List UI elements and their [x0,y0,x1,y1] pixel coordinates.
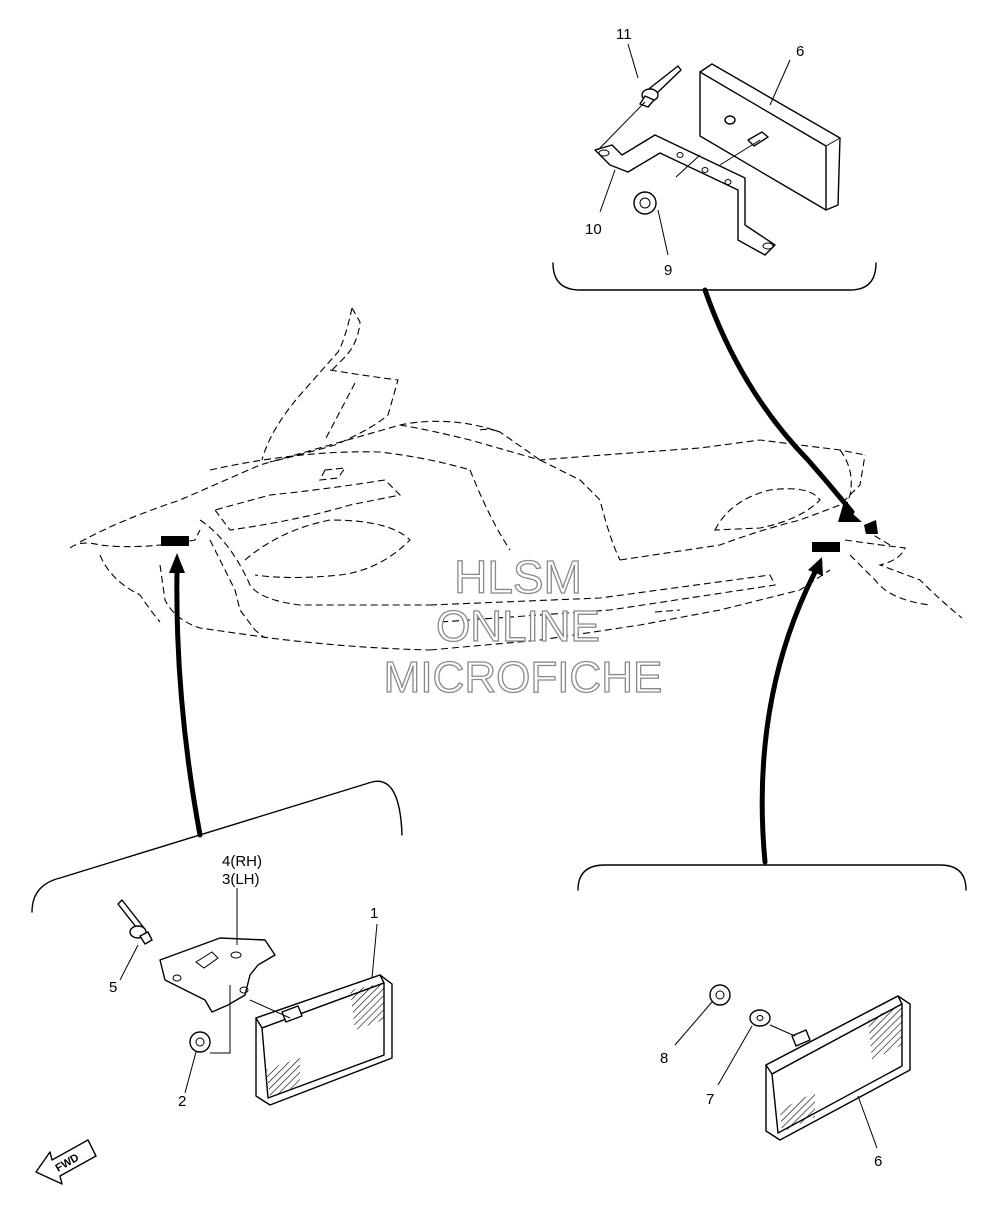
top-detail-arrow [702,287,855,515]
callout-6-bottom: 6 [874,1153,882,1170]
nut-front [189,1031,211,1053]
watermark: HLSM ONLINE MICROFICHE [383,550,663,702]
front-reflector-detail-group: 4(RH) 3(LH) 1 5 2 [31,780,403,1110]
callout-2: 2 [178,1093,186,1110]
watermark-line-3: MICROFICHE [384,653,663,702]
rear-reflector-detail-group: 8 7 6 [577,864,967,1170]
callout-11: 11 [616,26,632,43]
callout-3: 3(LH) [222,871,260,888]
rear-detail-arrowhead [808,557,823,576]
plate-bracket-location-marker [864,520,878,534]
callout-8: 8 [660,1050,668,1067]
rear-reflector [765,995,911,1141]
front-reflector-bracket [159,937,276,1013]
plate-bracket [594,134,776,256]
callout-7: 7 [706,1091,714,1108]
snowmobile-outline [69,307,963,651]
front-detail-arrow [174,567,203,838]
rear-detail-frame [577,864,967,891]
front-reflector-location-marker [161,536,189,546]
front-detail-frame [31,780,403,913]
top-detail-group: 11 6 10 9 [552,26,877,291]
rear-reflector-location-marker [812,542,840,552]
callout-9: 9 [664,262,672,279]
top-detail-arrowhead [838,505,862,522]
rear-detail-arrow [759,569,818,865]
front-reflector [255,974,393,1106]
callout-1: 1 [370,905,378,922]
nut-rear [709,984,731,1006]
top-detail-frame [552,262,877,291]
license-plate [699,63,841,211]
nut-top [633,191,657,215]
callout-6-top: 6 [796,43,804,60]
rivet-top [639,65,682,108]
callout-4: 4(RH) [222,853,262,870]
front-detail-arrowhead [169,553,185,573]
forward-direction-badge: FWD [35,1139,97,1185]
watermark-line-1: HLSM [454,551,582,603]
callout-5: 5 [109,979,117,996]
watermark-line-2: ONLINE [436,602,600,651]
callout-10: 10 [585,221,602,238]
rivet-front [117,899,153,945]
washer-rear [749,1009,771,1027]
